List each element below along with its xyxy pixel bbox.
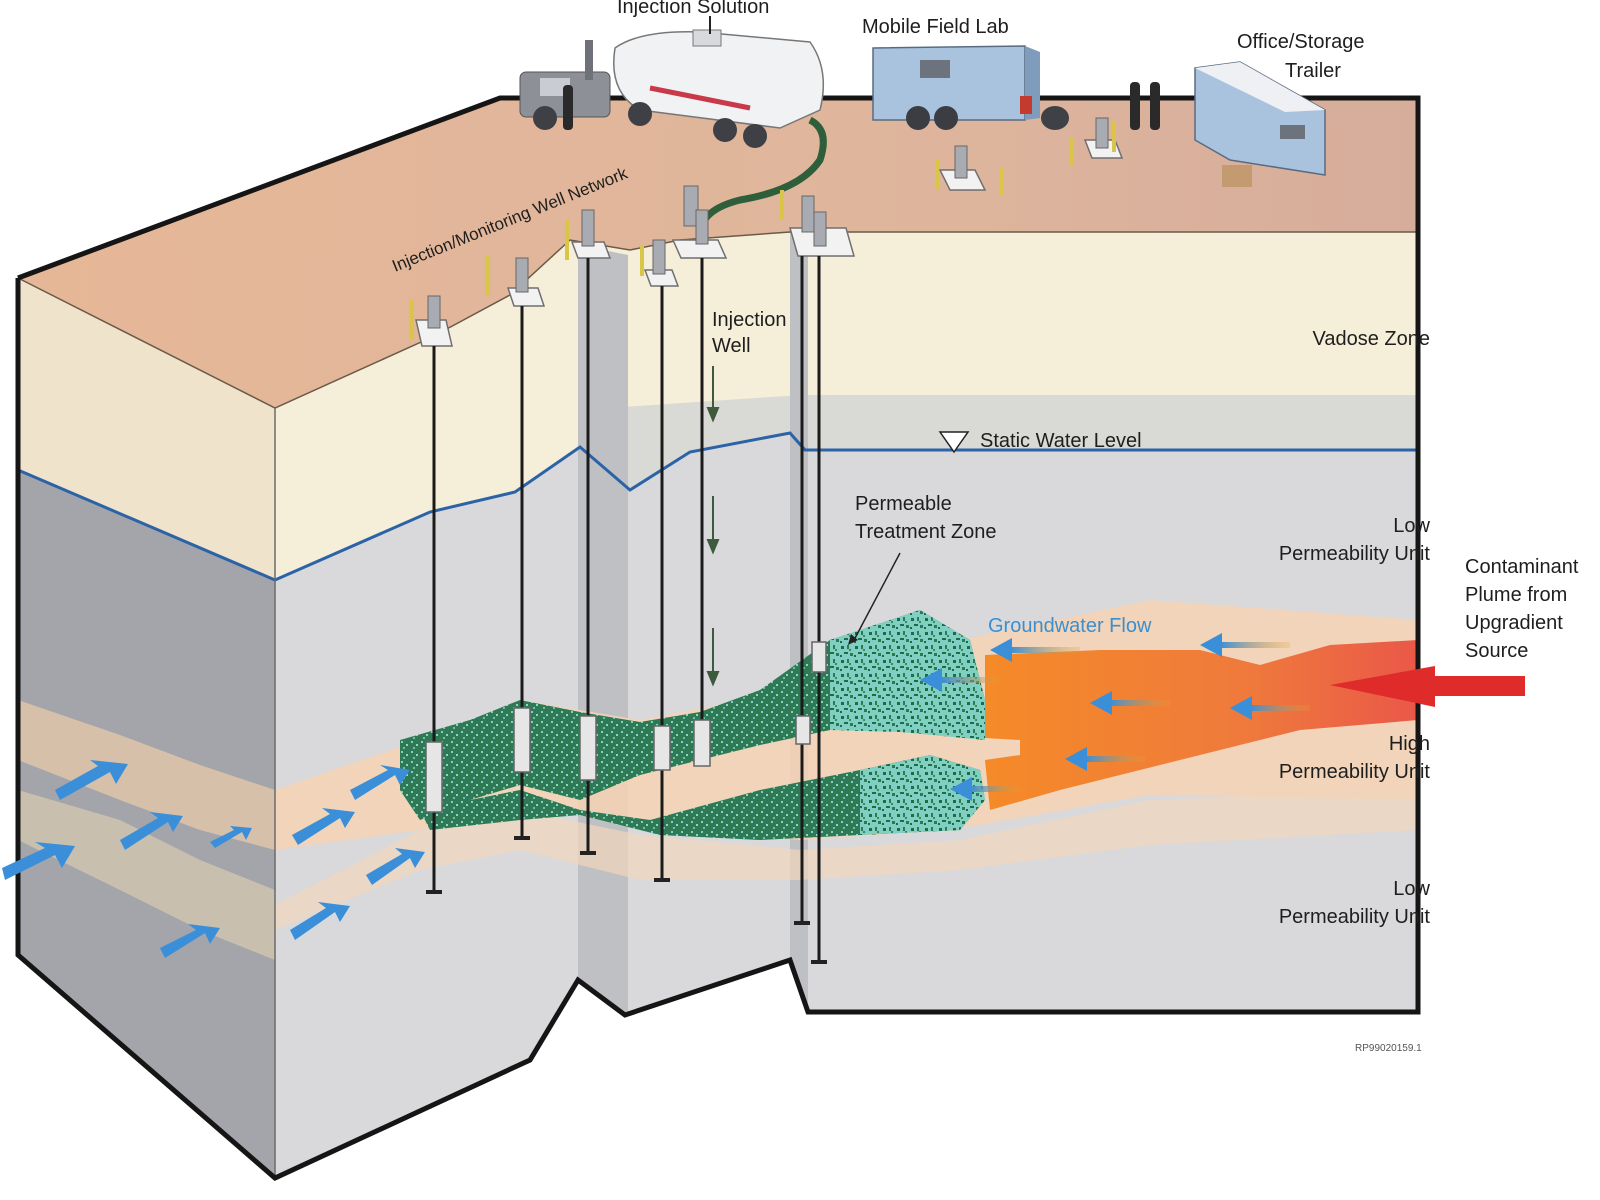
- person-silhouette: [1150, 82, 1160, 130]
- gw-arrow: [350, 765, 410, 800]
- label-vadose-zone: Vadose Zone: [1313, 328, 1431, 350]
- person-silhouette: [563, 85, 573, 130]
- gw-arrow: [1200, 633, 1290, 657]
- well-4: [643, 239, 680, 882]
- label-injection-well-2: Well: [712, 335, 751, 357]
- left-face: [18, 278, 275, 1178]
- truck-wheel: [713, 118, 737, 142]
- left-low-band: [18, 790, 275, 960]
- label-injection-solution: Injection Solution: [617, 0, 769, 18]
- gw-arrow: [290, 902, 350, 940]
- label-high-perm-1: High: [1389, 733, 1430, 755]
- office-storage-trailer: [1194, 61, 1326, 187]
- label-high-perm-2: Permeability Unit: [1279, 761, 1431, 783]
- right-shaded-column: [790, 232, 808, 1012]
- gw-arrow: [920, 668, 1000, 692]
- gw-arrow: [292, 808, 355, 845]
- gw-arrow: [990, 638, 1080, 662]
- gw-arrow: [1090, 691, 1170, 715]
- person-silhouette: [1130, 82, 1140, 130]
- left-high-perm-band: [18, 700, 275, 850]
- gw-arrow: [2, 842, 75, 880]
- label-contaminant-1: Contaminant: [1465, 556, 1579, 578]
- label-treatment-zone-2: Treatment Zone: [855, 521, 997, 543]
- yellow-bollards: [410, 122, 1116, 340]
- label-groundwater-flow: Groundwater Flow: [988, 615, 1152, 637]
- label-office-storage-2: Trailer: [1285, 60, 1341, 82]
- label-mobile-field-lab: Mobile Field Lab: [862, 16, 1009, 38]
- injection-hose: [696, 116, 827, 236]
- well-3: [570, 209, 612, 855]
- label-contaminant-3: Upgradient: [1465, 612, 1563, 634]
- gw-arrow: [120, 812, 183, 850]
- center-shaded-column: [578, 245, 628, 1015]
- label-low-perm-lower-2: Permeability Unit: [1279, 906, 1431, 928]
- label-low-perm-lower-1: Low: [1393, 878, 1430, 900]
- truck-wheel: [743, 124, 767, 148]
- gw-arrow: [366, 848, 425, 885]
- gw-arrow: [210, 826, 252, 848]
- figure-id: RP99020159.1: [1355, 1043, 1422, 1054]
- label-injection-well-1: Injection: [712, 309, 787, 331]
- ground-surface: [18, 98, 1418, 408]
- well-2: [506, 257, 546, 840]
- label-office-storage-1: Office/Storage: [1237, 31, 1364, 53]
- water-level-triangle-icon: [938, 431, 970, 454]
- contaminant-source-arrow: [1330, 666, 1525, 707]
- treatment-zone-leader-head: [848, 634, 858, 645]
- injection-flow-arrows: [706, 366, 720, 687]
- surface-front-edge: [17, 231, 1418, 409]
- treatment-zone-lower-front: [860, 755, 985, 835]
- label-static-water-level: Static Water Level: [980, 430, 1142, 452]
- gw-arrow: [160, 924, 220, 958]
- injection-well: [671, 185, 728, 767]
- truck-wheel: [533, 106, 557, 130]
- left-face-vadose: [18, 278, 275, 580]
- treatment-zone-leader: [852, 552, 901, 643]
- well-6: [789, 195, 855, 964]
- treatment-zone-lower: [420, 755, 985, 840]
- left-face-saturated: [18, 470, 275, 1178]
- label-contaminant-2: Plume from: [1465, 584, 1567, 606]
- label-contaminant-4: Source: [1465, 640, 1528, 662]
- treatment-zone-upper-front: [830, 610, 985, 740]
- label-low-perm-upper-2: Permeability Unit: [1279, 543, 1431, 565]
- label-low-perm-upper-1: Low: [1393, 515, 1430, 537]
- surface-well-pad: [938, 145, 987, 191]
- mobile-field-lab: [872, 45, 1069, 130]
- gw-arrow: [950, 777, 1020, 801]
- gw-arrow: [1230, 696, 1310, 720]
- well-1: [415, 295, 453, 894]
- label-treatment-zone-1: Permeable: [855, 493, 952, 515]
- truck-wheel: [628, 102, 652, 126]
- water-table-line: [17, 431, 1418, 582]
- groundwater-flow-arrows: [2, 633, 1310, 958]
- gw-arrow: [55, 760, 128, 800]
- gw-arrow: [1065, 747, 1145, 771]
- tanker-truck: [519, 29, 825, 148]
- contaminant-plume: [985, 640, 1418, 810]
- lower-tan-band: [275, 790, 1418, 930]
- capillary-fringe: [580, 395, 1418, 490]
